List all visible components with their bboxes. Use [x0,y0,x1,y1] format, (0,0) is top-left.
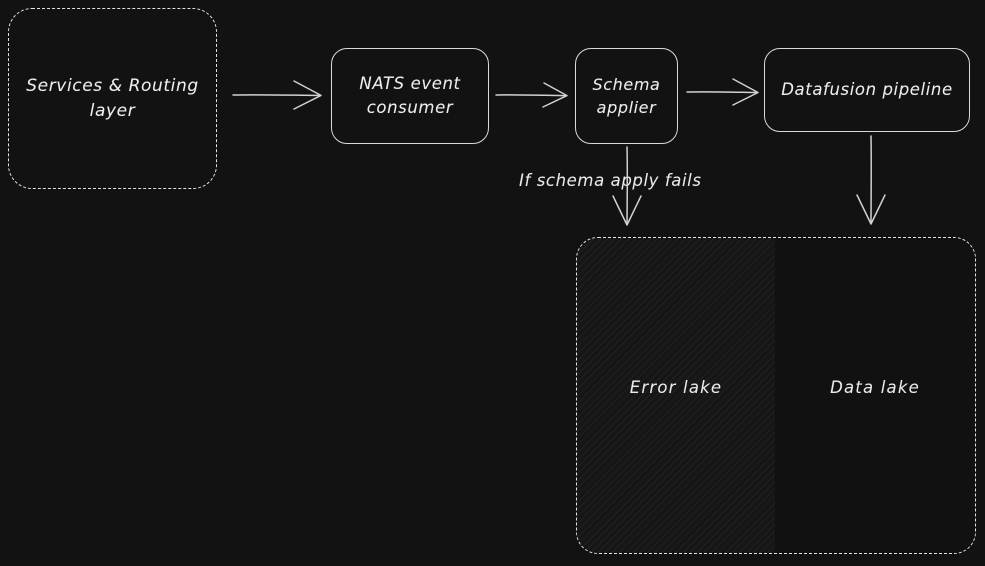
node-services-routing-layer[interactable]: Services & Routing layer [8,8,217,189]
node-label-line1: Datafusion pipeline [781,80,953,100]
edge-services-to-nats [232,80,322,110]
node-nats-event-consumer-label: NATS event consumer [359,72,460,120]
node-label-line1: NATS event [359,74,461,94]
region-error-lake-label: Error lake [629,378,723,397]
node-label-line2: consumer [366,98,454,117]
node-schema-applier[interactable]: Schema applier [575,48,678,144]
edge-datafusion-to-data-lake [856,135,886,225]
node-label-line2: applier [596,98,657,117]
node-label-line2: layer [89,100,136,121]
lake-container[interactable]: Error lake Data lake [576,237,976,554]
node-services-routing-layer-label: Services & Routing layer [26,74,199,123]
node-datafusion-pipeline-label: Datafusion pipeline [781,78,953,102]
edge-label-if-schema-apply-fails: If schema apply fails [519,171,702,190]
node-datafusion-pipeline[interactable]: Datafusion pipeline [764,48,970,132]
node-label-line1: Services & Routing [26,75,199,96]
node-label-line1: Schema [592,74,661,94]
edge-schema-to-datafusion [686,78,759,106]
node-nats-event-consumer[interactable]: NATS event consumer [331,48,489,144]
edge-nats-to-schema [495,82,568,108]
region-data-lake-label: Data lake [830,378,920,397]
region-error-lake[interactable]: Error lake [577,238,775,553]
node-schema-applier-label: Schema applier [593,73,661,119]
region-data-lake[interactable]: Data lake [775,238,975,553]
